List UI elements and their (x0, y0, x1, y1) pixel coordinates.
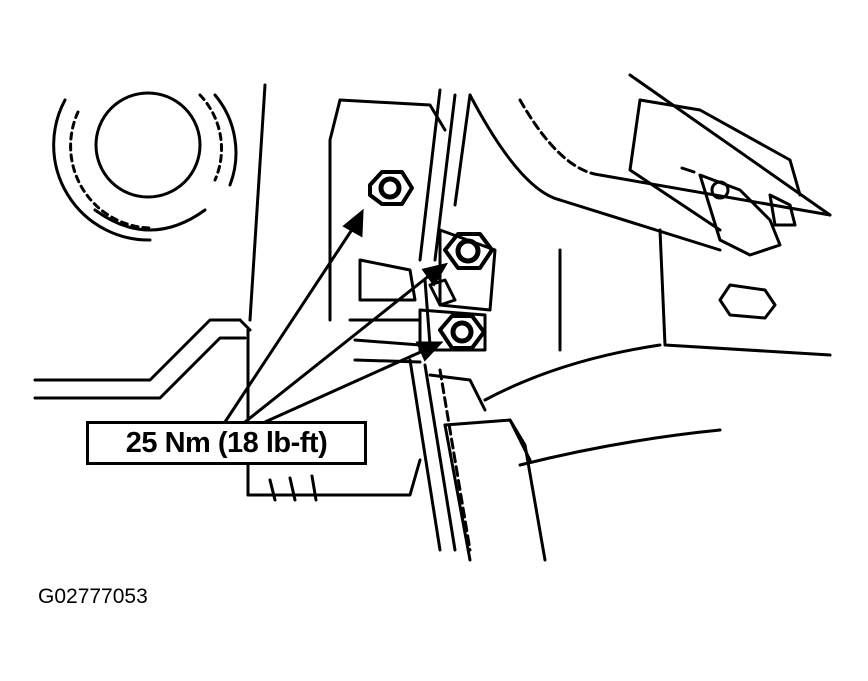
mount-bracket (246, 98, 447, 502)
round-housing (52, 91, 238, 242)
connector-assembly (628, 98, 802, 257)
bolt-upper (368, 170, 414, 206)
lower-panels (408, 358, 547, 562)
leader-arrows (223, 208, 449, 424)
frame-rail (33, 318, 252, 400)
hex-nut-right (718, 283, 777, 320)
bolt-middle (443, 232, 494, 270)
figure-id: G02777053 (38, 585, 148, 608)
crossmember (418, 73, 832, 262)
torque-spec-callout: 25 Nm (18 lb-ft) (86, 421, 367, 465)
bolt-lower (438, 314, 486, 350)
